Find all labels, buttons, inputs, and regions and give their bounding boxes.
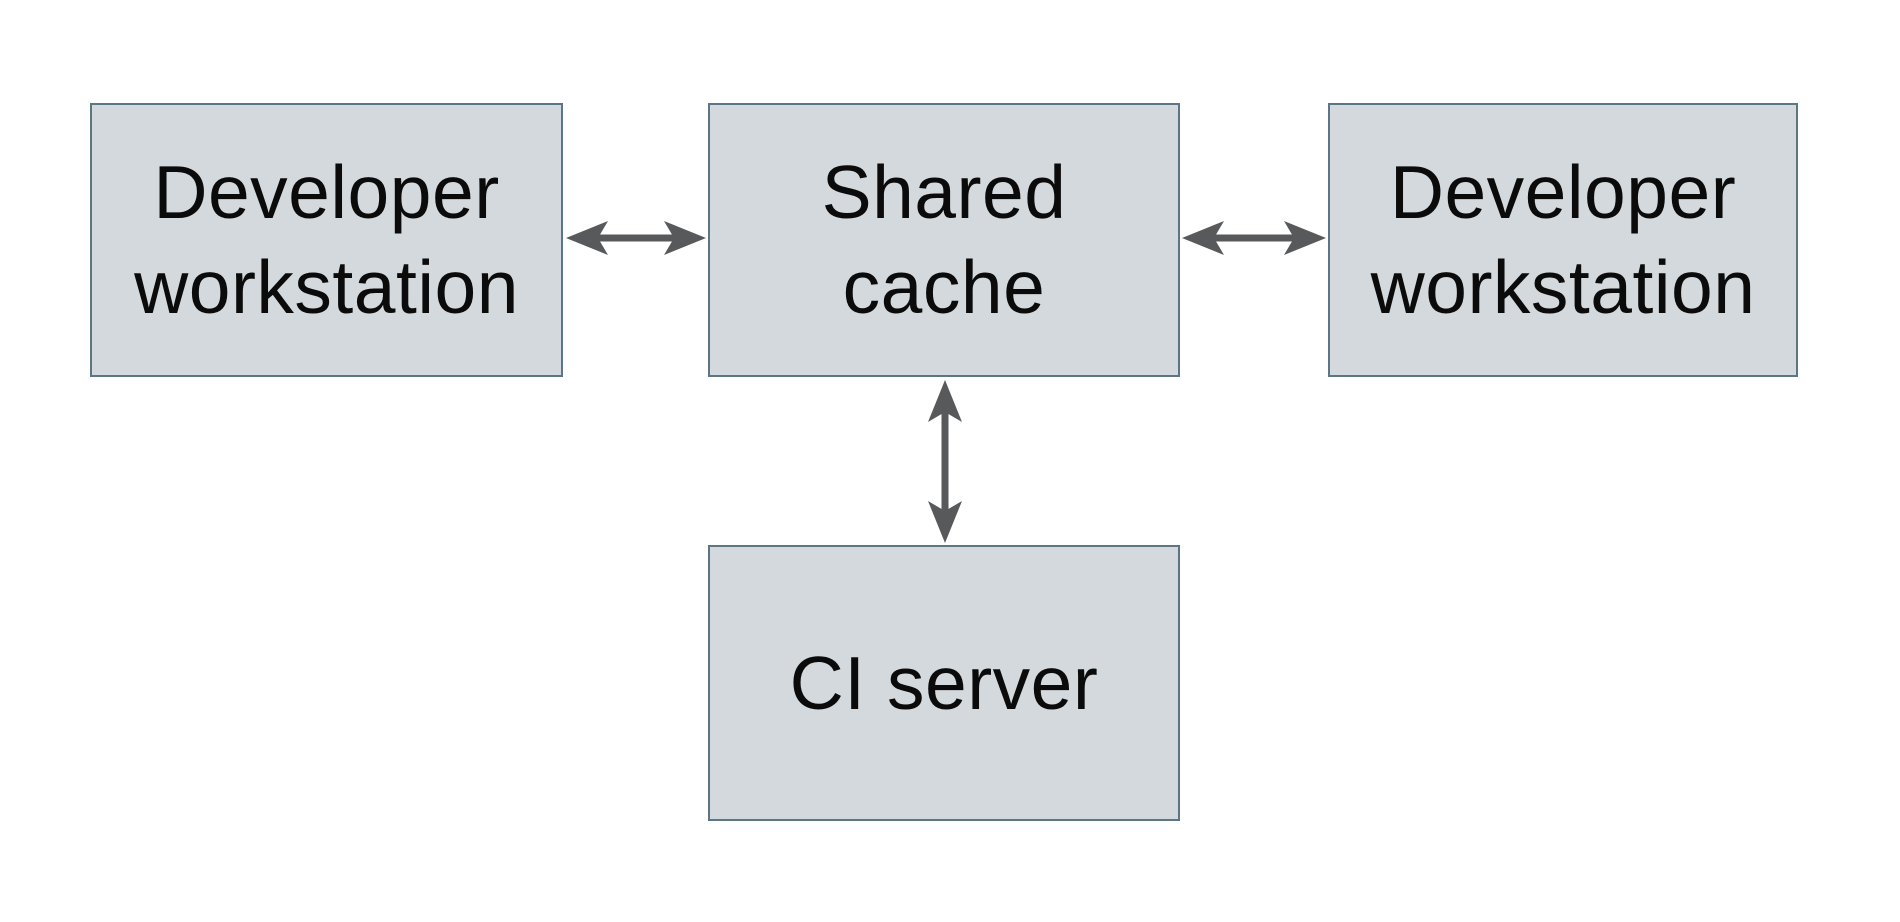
node-label-line: workstation (1370, 245, 1756, 329)
node-shared-cache: Shared cache (708, 103, 1180, 377)
node-ci-server: CI server (708, 545, 1180, 821)
node-label-line: cache (842, 245, 1046, 329)
double-arrow-center-ci-icon (928, 380, 962, 543)
node-label-line: CI server (789, 640, 1099, 725)
node-developer-workstation-left: Developer workstation (90, 103, 563, 377)
node-label-line: Developer (153, 150, 500, 234)
node-label-line: workstation (134, 245, 519, 329)
double-arrow-left-center-icon (566, 221, 706, 255)
double-arrow-center-right-icon (1182, 221, 1326, 255)
node-developer-workstation-right: Developer workstation (1328, 103, 1798, 377)
node-label-line: Shared (821, 150, 1067, 234)
node-label-line: Developer (1389, 150, 1737, 234)
